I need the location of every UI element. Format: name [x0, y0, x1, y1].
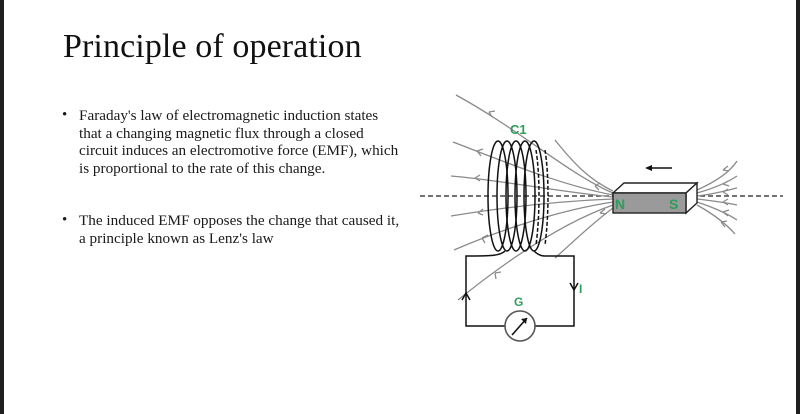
galvanometer-label: G	[514, 295, 523, 309]
field-lines	[450, 94, 738, 301]
slide-title: Principle of operation	[63, 28, 362, 65]
bullet-text: The induced EMF opposes the change that …	[79, 212, 400, 247]
bullet-marker: •	[62, 212, 68, 228]
circuit-wire	[465, 250, 575, 327]
current-arrow-left	[461, 291, 471, 301]
bar-magnet	[611, 181, 699, 215]
bullet-lenz-law: • The induced EMF opposes the change tha…	[60, 212, 400, 247]
current-arrow-right	[569, 282, 579, 292]
bullet-marker: •	[62, 107, 68, 123]
bullet-list: • Faraday's law of electromagnetic induc…	[60, 107, 400, 247]
field-line-arrows	[474, 110, 730, 280]
magnet-north-label: N	[615, 196, 625, 212]
galvanometer	[504, 310, 536, 342]
slide: Principle of operation • Faraday's law o…	[4, 0, 796, 414]
coil-label: C1	[510, 122, 527, 137]
motion-arrow-icon	[645, 165, 672, 171]
magnet-south-label: S	[669, 196, 678, 212]
bullet-text: Faraday's law of electromagnetic inducti…	[79, 107, 399, 177]
coil-c1	[487, 140, 549, 252]
bullet-faraday-law: • Faraday's law of electromagnetic induc…	[60, 107, 400, 177]
current-label: I	[579, 282, 582, 296]
induction-diagram: C1 I G N S	[420, 94, 783, 342]
